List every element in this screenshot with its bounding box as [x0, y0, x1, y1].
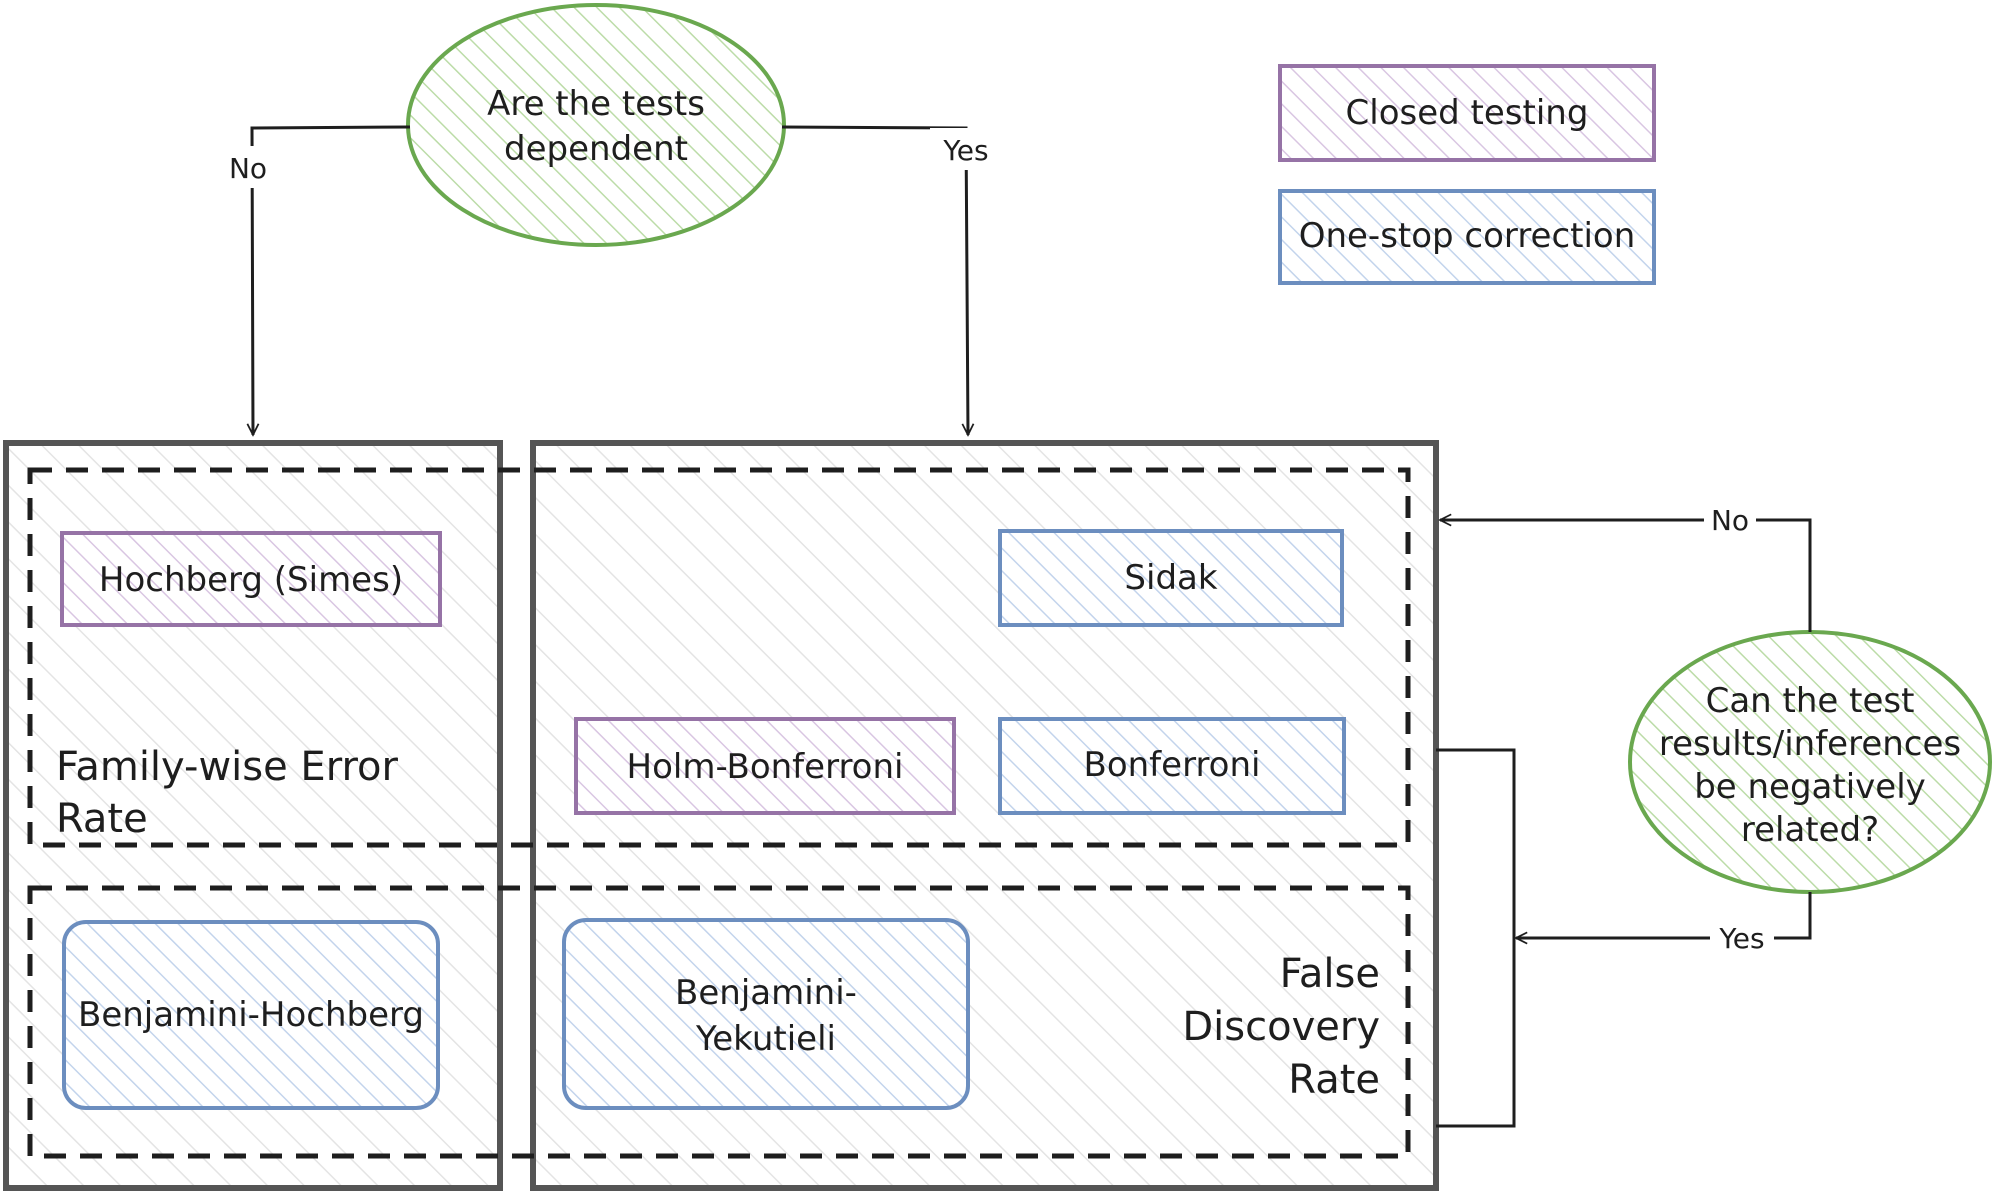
method-benjamini-hochberg-label: Benjamini-Hochberg: [78, 995, 424, 1035]
edge-label-bg-negative-no: [1704, 500, 1756, 540]
decision-negative-line1: Can the test: [1706, 681, 1915, 721]
edge-label-dependent-no: No: [229, 152, 267, 185]
legend-closed-testing-label: Closed testing: [1346, 93, 1589, 133]
decision-negative-line3: be negatively: [1694, 767, 1926, 807]
edge-label-negative-no: No: [1711, 504, 1749, 537]
rows-bracket: [1436, 748, 1516, 1128]
edge-label-bg-negative-yes: [1710, 918, 1774, 958]
decision-negative-line4: related?: [1741, 810, 1879, 850]
edge-label-negative-yes: Yes: [1718, 922, 1764, 955]
edge-label-dependent-yes: Yes: [942, 134, 988, 167]
method-hochberg-box: [60, 531, 442, 627]
edge-dependent-no: [252, 125, 411, 435]
method-benjamini-yekutieli-box: [562, 918, 970, 1110]
method-bonferroni-box: [998, 717, 1346, 815]
fdr-region-label-line2: Discovery: [1182, 1004, 1380, 1050]
fdr-region-outline: [27, 885, 1411, 1159]
method-benjamini-yekutieli-line2: Yekutieli: [695, 1019, 836, 1059]
fdr-region-label-line3: Rate: [1288, 1057, 1380, 1103]
fdr-region-label-line1: False: [1280, 951, 1380, 997]
method-hochberg-label: Hochberg (Simes): [99, 560, 403, 600]
decision-dependent-ellipse: [406, 3, 786, 247]
method-holm-label: Holm-Bonferroni: [627, 747, 904, 787]
legend-closed-testing-swatch: [1278, 64, 1656, 162]
edge-label-bg-dependent-no: [220, 146, 280, 188]
method-bonferroni-label: Bonferroni: [1084, 745, 1261, 785]
fwer-region-outline: [27, 467, 1411, 848]
edge-dependent-yes: [781, 125, 968, 435]
fwer-region-label-line2: Rate: [56, 796, 148, 842]
edge-negative-yes: [1516, 892, 1812, 938]
method-benjamini-yekutieli-line1: Benjamini-: [675, 973, 857, 1013]
decision-negative-line2: results/inferences: [1659, 724, 1961, 764]
fwer-region-label-line1: Family-wise Error: [56, 744, 398, 790]
method-holm-box: [574, 717, 956, 815]
legend-one-stop-label: One-stop correction: [1299, 216, 1636, 256]
method-sidak-label: Sidak: [1124, 558, 1217, 598]
edge-negative-no: [1440, 520, 1812, 632]
edge-label-bg-dependent-yes: [930, 128, 1002, 170]
legend-one-stop-swatch: [1278, 189, 1656, 285]
decision-dependent-line1: Are the tests: [487, 84, 705, 124]
method-sidak-box: [998, 529, 1344, 627]
decision-dependent-line2: dependent: [504, 129, 688, 169]
method-benjamini-hochberg-box: [62, 920, 440, 1110]
